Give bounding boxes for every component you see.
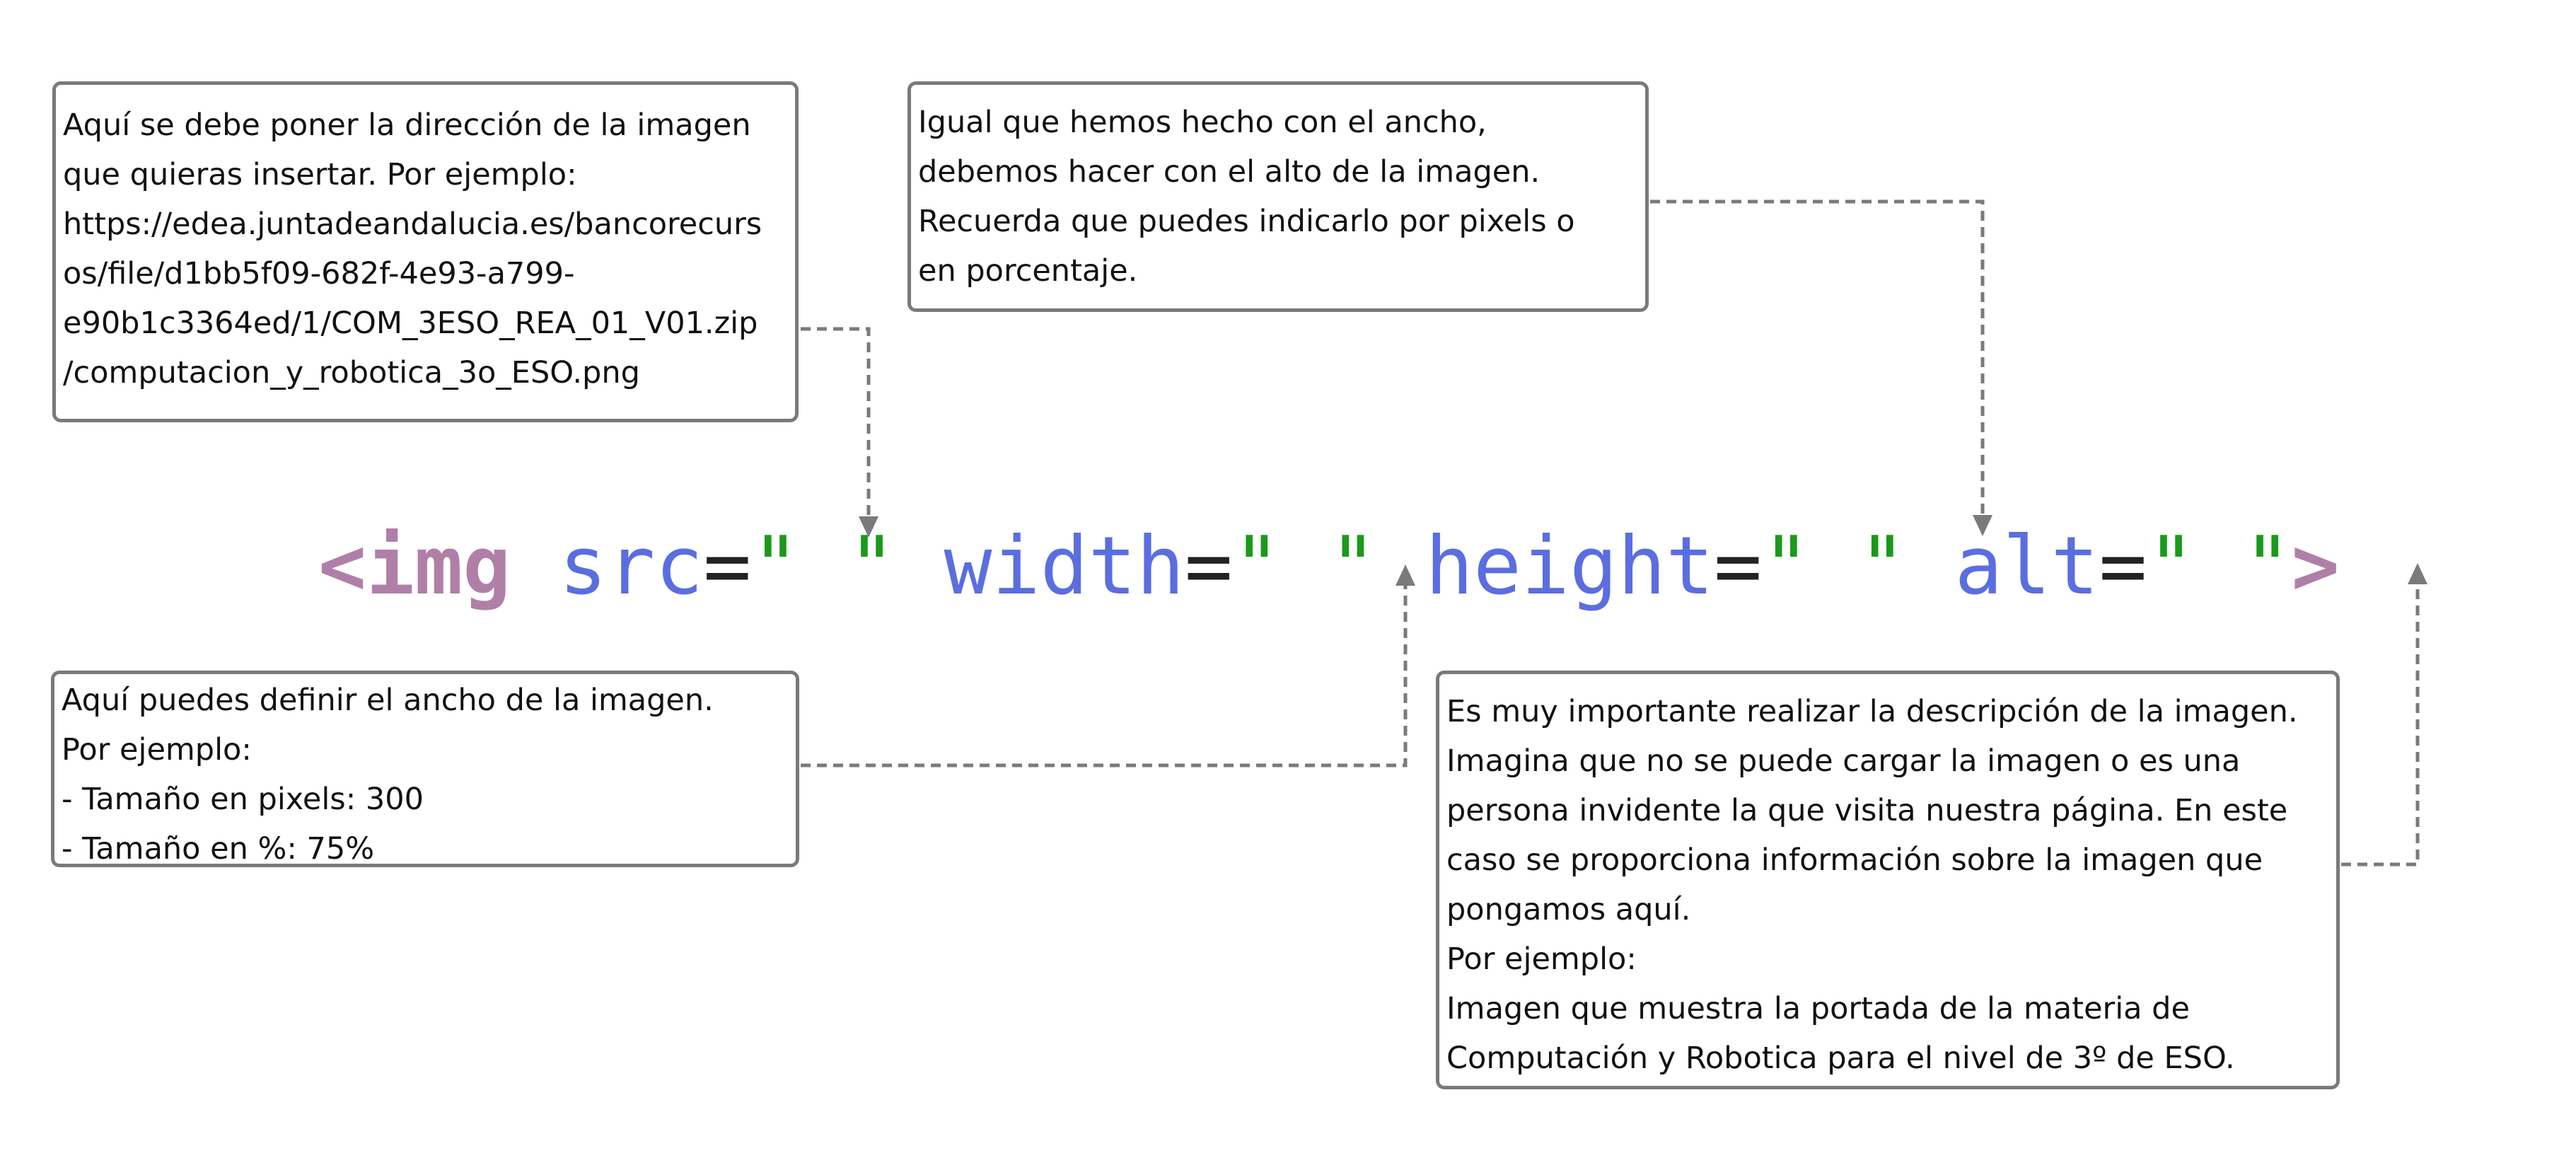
callout-line: Por ejemplo: — [1446, 941, 1637, 977]
quote-mark: " — [847, 519, 896, 613]
connector-height — [1650, 199, 1985, 520]
arrowhead-alt — [2408, 563, 2427, 584]
tag-close: > — [2291, 519, 2340, 613]
arrowhead-src — [859, 516, 878, 538]
callout-line: /computacion_y_robotica_3o_ESO.png — [63, 355, 640, 390]
attr-width: width — [944, 519, 1185, 613]
callout-line: persona invidente la que visita nuestra … — [1446, 793, 2288, 828]
img-tag-code: <img src=" " width=" " height=" " alt=" … — [318, 520, 2340, 612]
callout-src: Aquí se debe poner la dirección de la im… — [52, 81, 799, 422]
connector-width — [801, 584, 1408, 767]
callout-line: Es muy importante realizar la descripció… — [1446, 694, 2298, 729]
callout-line: https://edea.juntadeandalucia.es/bancore… — [63, 207, 762, 242]
callout-line: Imagen que muestra la portada de la mate… — [1446, 991, 2190, 1026]
callout-line: que quieras insertar. Por ejemplo: — [63, 157, 577, 192]
equals-sign: = — [2099, 519, 2147, 613]
attr-alt: alt — [1954, 519, 2099, 613]
attr-height: height — [1425, 519, 1715, 613]
tag-open: <img — [318, 519, 511, 613]
equals-sign: = — [703, 519, 752, 613]
callout-line: Aquí se debe poner la dirección de la im… — [63, 108, 751, 143]
callout-line: Computación y Robotica para el nivel de … — [1446, 1041, 2235, 1076]
quote-mark: " — [1858, 519, 1907, 613]
attr-src: src — [559, 519, 704, 613]
connector-src — [801, 327, 871, 520]
quote-mark: " — [2243, 519, 2292, 613]
callout-height: Igual que hemos hecho con el ancho, debe… — [907, 81, 1649, 312]
callout-line: - Tamaño en pixels: 300 — [62, 782, 424, 817]
callout-line: debemos hacer con el alto de la imagen. — [918, 154, 1541, 190]
arrowhead-height — [1973, 515, 1992, 536]
equals-sign: = — [1714, 519, 1763, 613]
callout-line: pongamos aquí. — [1446, 892, 1691, 927]
callout-line: - Tamaño en %: 75% — [62, 831, 375, 867]
callout-line: Recuerda que puedes indicarlo por pixels… — [918, 204, 1575, 239]
arrowhead-width — [1396, 564, 1415, 586]
quote-mark: " — [1762, 519, 1811, 613]
equals-sign: = — [1184, 519, 1233, 613]
callout-line: Aquí puedes definir el ancho de la image… — [62, 683, 714, 718]
quote-mark: " — [1328, 519, 1377, 613]
callout-line: Por ejemplo: — [62, 732, 252, 767]
callout-width: Aquí puedes definir el ancho de la image… — [51, 671, 799, 867]
callout-line: Igual que hemos hecho con el ancho, — [918, 105, 1487, 140]
quote-mark: " — [1232, 519, 1281, 613]
callout-line: e90b1c3364ed/1/COM_3ESO_REA_01_V01.zip — [63, 306, 758, 341]
callout-line: caso se proporciona información sobre la… — [1446, 842, 2263, 878]
quote-mark: " — [751, 519, 800, 613]
callout-line: en porcentaje. — [918, 253, 1138, 289]
quote-mark: " — [2147, 519, 2195, 613]
callout-alt: Es muy importante realizar la descripció… — [1436, 671, 2340, 1089]
callout-line: os/file/d1bb5f09-682f-4e93-a799- — [63, 256, 575, 291]
callout-line: Imagina que no se puede cargar la imagen… — [1446, 743, 2241, 779]
connector-alt — [2341, 584, 2420, 867]
